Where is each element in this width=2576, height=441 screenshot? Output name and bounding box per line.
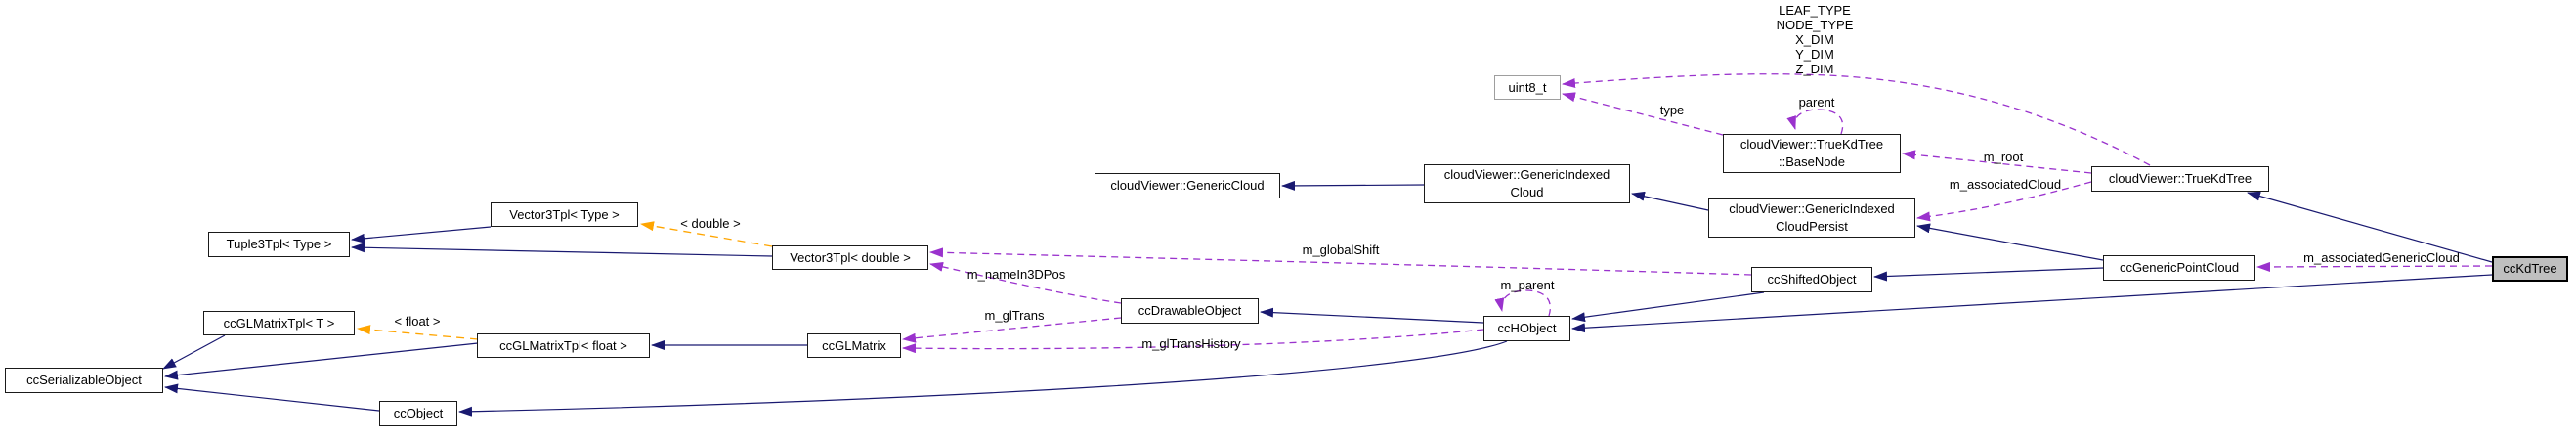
node-cloudviewer-genericindexedcloudpersist[interactable]: cloudViewer::GenericIndexed CloudPersist — [1708, 198, 1915, 238]
edge-label-m-gltranshistory: m_glTransHistory — [1141, 336, 1241, 351]
node-ccobject[interactable]: ccObject — [379, 401, 457, 426]
edge-cchobject-to-ccobject — [458, 340, 1508, 417]
node-ccgenericpointcloud[interactable]: ccGenericPointCloud — [2103, 255, 2255, 281]
edge-cckdtree-to-truekdtree — [2247, 191, 2493, 263]
edge-label-float-instantiation: < float > — [394, 314, 441, 329]
node-ccglmatrixtpl-float[interactable]: ccGLMatrixTpl< float > — [477, 333, 650, 358]
edge-truekdtree-to-genericindexedcloudpersist-massociatedcloud — [1916, 181, 2092, 222]
edge-genericindexedcloud-to-genericcloud — [1281, 180, 1425, 191]
edge-basenode-parent-selfloop — [1786, 109, 1844, 135]
edge-vector3tpldouble-to-tuple3tpltype — [351, 243, 773, 257]
node-ccdrawableobject[interactable]: ccDrawableObject — [1121, 298, 1259, 324]
edge-label-m-parent: m_parent — [1500, 278, 1555, 292]
edge-cckdtree-to-ccgenericpointcloud-massociatedgenericcloud — [2256, 261, 2493, 272]
node-ccserializableobject[interactable]: ccSerializableObject — [5, 368, 163, 393]
edge-label-parent: parent — [1798, 95, 1835, 110]
edge-truekdtree-to-uint8t-template-params — [1562, 73, 2151, 166]
edge-ccgenericpointcloud-to-ccshiftedobject — [1873, 267, 2104, 282]
edge-ccdrawableobject-to-vector3tpldouble-mnamein3dpos — [929, 261, 1122, 304]
node-uint8-t[interactable]: uint8_t — [1494, 75, 1561, 100]
edge-label-double-instantiation: < double > — [680, 216, 741, 231]
edge-ccglmatrixtplfloat-to-ccglmatrixtplt-instantiation — [357, 325, 479, 340]
edge-ccshiftedobject-to-vector3tpldouble-mglobalshift — [929, 247, 1752, 276]
edge-genericindexedcloudpersist-to-genericindexedcloud — [1631, 191, 1709, 211]
node-cloudviewer-truekdtree[interactable]: cloudViewer::TrueKdTree — [2091, 166, 2269, 192]
edge-truekdtree-to-basenode-mroot — [1902, 150, 2092, 174]
node-cchobject[interactable]: ccHObject — [1483, 316, 1570, 341]
edge-label-m-associatedcloud: m_associatedCloud — [1949, 177, 2062, 192]
edge-cchobject-to-ccdrawableobject — [1260, 307, 1484, 324]
edge-ccshiftedobject-to-cchobject — [1571, 291, 1765, 323]
node-ccglmatrix[interactable]: ccGLMatrix — [807, 333, 901, 358]
edge-label-m-associatedgenericcloud: m_associatedGenericCloud — [2303, 250, 2460, 265]
node-tuple3tpl-type[interactable]: Tuple3Tpl< Type > — [208, 232, 350, 257]
node-vector3tpl-double[interactable]: Vector3Tpl< double > — [772, 245, 928, 270]
edge-label-m-globalshift: m_globalShift — [1302, 243, 1380, 257]
edge-vector3tpldouble-to-vector3tpltype-instantiation — [640, 221, 773, 247]
edge-cckdtree-to-cchobject — [1571, 274, 2493, 333]
node-ccglmatrixtpl-t[interactable]: ccGLMatrixTpl< T > — [203, 311, 355, 335]
edge-ccdrawableobject-to-ccglmatrix-mgltrans — [902, 317, 1122, 343]
edge-label-m-gltrans: m_glTrans — [984, 308, 1045, 323]
edge-cchobject-mparent-selfloop — [1494, 289, 1551, 317]
edge-ccglmatrixtplt-to-ccserializableobject — [162, 334, 226, 370]
edge-ccgenericpointcloud-to-genericindexedcloudpersist — [1916, 223, 2104, 261]
edge-label-type: type — [1659, 103, 1685, 117]
edge-ccglmatrixtplfloat-to-ccserializableobject — [164, 342, 479, 380]
edge-label-m-namein3dpos: m_nameIn3DPos — [966, 267, 1066, 282]
edge-ccobject-to-ccserializableobject — [164, 383, 380, 412]
edge-label-template-params: LEAF_TYPE NODE_TYPE X_DIM Y_DIM Z_DIM — [1776, 3, 1854, 76]
node-cckdtree[interactable]: ccKdTree — [2492, 256, 2568, 282]
node-cloudviewer-truekdtree-basenode[interactable]: cloudViewer::TrueKdTree ::BaseNode — [1723, 134, 1901, 173]
edge-basenode-to-uint8t-type — [1562, 92, 1724, 136]
node-ccshiftedobject[interactable]: ccShiftedObject — [1751, 267, 1872, 292]
edge-label-m-root: m_root — [1983, 150, 2024, 164]
edge-vector3tpltype-to-tuple3tpltype — [351, 226, 492, 243]
node-vector3tpl-type[interactable]: Vector3Tpl< Type > — [491, 202, 638, 227]
node-cloudviewer-genericcloud[interactable]: cloudViewer::GenericCloud — [1095, 173, 1280, 198]
node-cloudviewer-genericindexedcloud[interactable]: cloudViewer::GenericIndexed Cloud — [1424, 164, 1630, 203]
